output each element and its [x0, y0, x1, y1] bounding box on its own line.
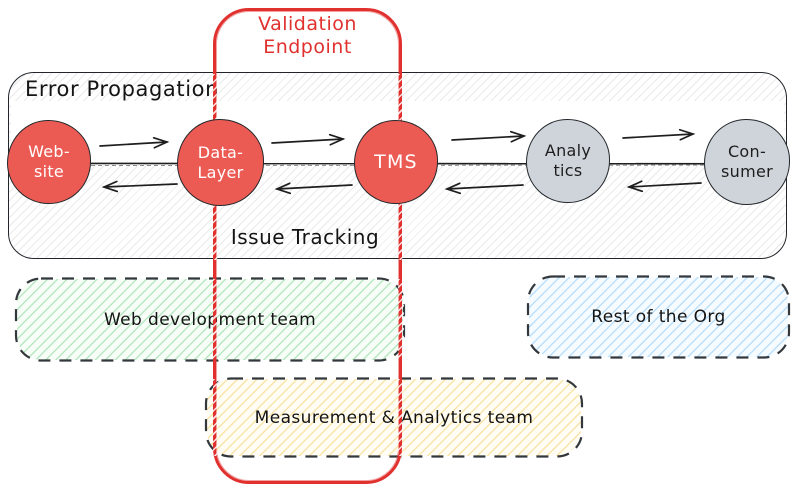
- node-label: sumer: [721, 162, 773, 181]
- team-box-border-blue: [526, 275, 791, 359]
- arrow-right-icon: [271, 133, 346, 146]
- validation-endpoint-label-line2: Endpoint: [263, 36, 352, 58]
- hatch-stripe-decoration: [397, 379, 404, 456]
- team-label: Web development team: [103, 309, 317, 330]
- team-label: Rest of the Org: [591, 307, 726, 327]
- node-website: Web- site: [7, 120, 91, 204]
- node-data-layer: Data- Layer: [177, 119, 264, 206]
- hatch-stripe-decoration: [212, 379, 219, 456]
- node-consumer: Con- sumer: [704, 119, 790, 205]
- error-propagation-title: Error Propagation: [25, 77, 220, 101]
- node-label: site: [33, 162, 65, 181]
- node-label: TMS: [374, 151, 418, 173]
- validation-endpoint-label: Validation Endpoint: [213, 13, 402, 59]
- node-analytics: Analy tics: [526, 119, 610, 203]
- flow-arrows: [99, 128, 702, 195]
- arrow-left-icon: [274, 182, 353, 195]
- arrow-left-icon: [444, 182, 524, 195]
- arrow-right-icon: [622, 128, 696, 141]
- node-label: Layer: [197, 162, 244, 182]
- issue-tracking-label: Issue Tracking: [230, 225, 380, 249]
- team-box-rest-of-org: Rest of the Org: [529, 277, 788, 357]
- arrow-right-icon: [451, 130, 527, 143]
- node-label: Data-: [197, 142, 244, 162]
- team-box-web-development: Web development team: [17, 279, 403, 360]
- team-label: Measurement & Analytics team: [254, 407, 534, 428]
- team-box-border-green: [14, 277, 406, 362]
- validation-endpoint-box: [213, 8, 402, 484]
- node-tms: TMS: [354, 120, 438, 204]
- validation-endpoint-label-line1: Validation: [258, 13, 357, 35]
- node-label: Web-: [28, 142, 70, 161]
- node-label: Con-: [727, 142, 767, 161]
- hatch-stripe-decoration: [212, 279, 219, 360]
- hatch-stripe-decoration: [397, 279, 404, 360]
- arrow-left-icon: [626, 180, 702, 193]
- node-label: tics: [553, 161, 583, 180]
- node-label: Analy: [544, 141, 592, 160]
- arrow-left-icon: [101, 180, 178, 193]
- arrow-right-icon: [99, 136, 170, 149]
- team-box-measurement-analytics: Measurement & Analytics team: [207, 379, 581, 456]
